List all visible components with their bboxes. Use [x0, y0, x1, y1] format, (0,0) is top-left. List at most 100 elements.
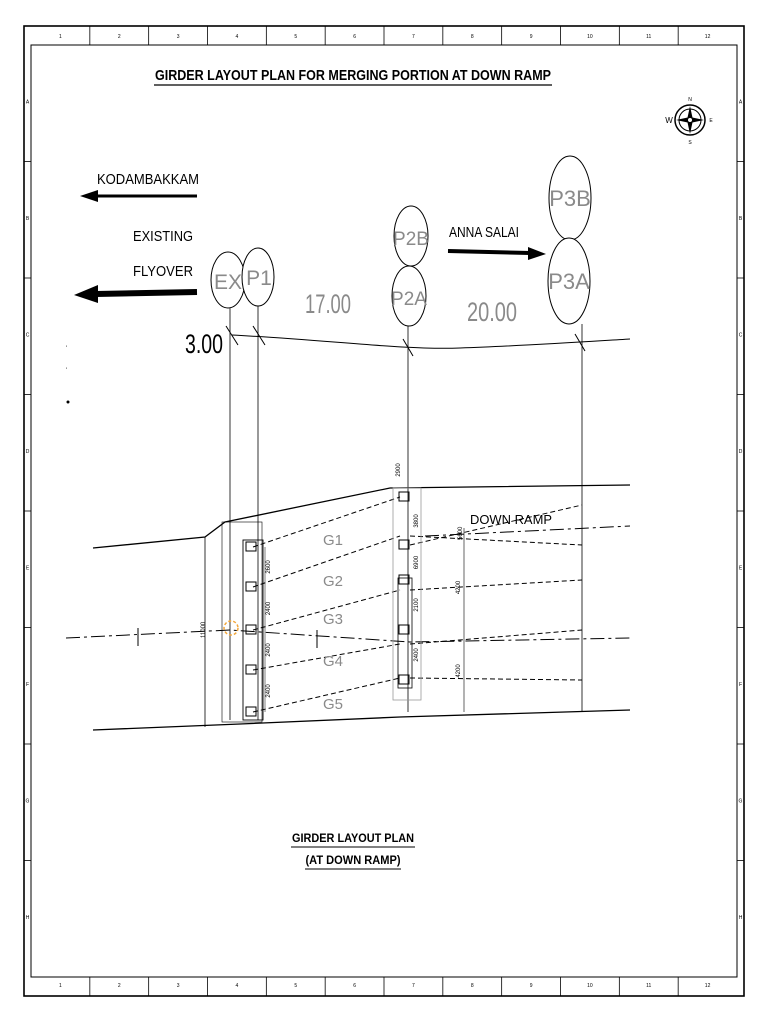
row-label: E	[26, 565, 30, 571]
pier-ex: EX	[210, 251, 246, 309]
span-p1-p2: 17.00	[305, 289, 351, 319]
dim-right-value: 4200	[456, 664, 462, 678]
existing-flyover-line1: EXISTING	[133, 228, 193, 245]
direction-right-label: ANNA SALAI	[449, 224, 519, 241]
girder-line	[252, 535, 401, 588]
dim-left-value: 2600	[266, 560, 272, 574]
side-mark: '	[66, 346, 67, 352]
girder-line	[409, 629, 583, 645]
caption-line2: (AT DOWN RAMP)	[306, 853, 401, 867]
compass-south: S	[688, 140, 692, 146]
row-label: D	[739, 449, 743, 455]
row-label: D	[26, 449, 30, 455]
column-label: 10	[587, 983, 593, 989]
alignment-line	[231, 334, 631, 349]
bearing-left	[245, 706, 257, 717]
girder-label: G2	[323, 573, 343, 590]
tick-ex	[225, 325, 239, 346]
caption-line1: GIRDER LAYOUT PLAN	[292, 831, 414, 845]
pier-p2b-label: P2B	[393, 229, 429, 250]
pier-p2b: P2B	[393, 205, 429, 267]
girder-line	[252, 677, 401, 713]
pier-p3b: P3B	[548, 155, 592, 241]
pier-cap-mid	[392, 487, 422, 701]
existing-flyover-line2: FLYOVER	[133, 263, 193, 280]
dim-left-value: 2400	[266, 643, 272, 657]
column-label: 5	[294, 34, 297, 40]
dim-mid-top: 2900	[396, 463, 402, 477]
bearing-mid	[398, 624, 410, 635]
column-label: 2	[118, 34, 121, 40]
girder-label: G4	[323, 653, 343, 670]
column-label: 2	[118, 983, 121, 989]
column-label: 1	[59, 983, 62, 989]
girder-line	[409, 677, 583, 681]
drawing-title: GIRDER LAYOUT PLAN FOR MERGING PORTION A…	[155, 67, 551, 84]
down-ramp-divider	[424, 525, 631, 537]
column-label: 8	[471, 34, 474, 40]
tick-p3	[574, 333, 586, 352]
column-label: 11	[646, 34, 651, 40]
row-label: A	[26, 99, 30, 105]
column-label: 9	[530, 983, 533, 989]
highlight-marker	[223, 620, 239, 636]
girder-line	[409, 535, 583, 546]
column-label: 10	[587, 34, 593, 40]
span-p2-p3: 20.00	[467, 297, 517, 327]
pier-cap-left-inner	[221, 521, 263, 723]
row-label: C	[739, 332, 743, 338]
pier-p1-label: P1	[246, 267, 272, 290]
girder-line	[252, 496, 401, 548]
bearing-mid	[398, 491, 410, 502]
column-label: 12	[705, 983, 711, 989]
arrow-right-head-icon	[528, 247, 546, 260]
row-label: E	[739, 565, 743, 571]
down-ramp-label: DOWN RAMP	[470, 512, 552, 527]
pier-p2a-label: P2A	[391, 289, 427, 310]
column-label: 3	[177, 983, 180, 989]
arrow-right-anna-salai	[447, 249, 531, 255]
compass-north: N	[688, 97, 692, 103]
pier-p2a: P2A	[391, 265, 427, 327]
column-label: 6	[353, 983, 356, 989]
arrow-left-flyover	[95, 289, 198, 297]
dim-right-top: 5600	[458, 526, 464, 540]
dimension-strings: 2600240024002400380069002100240029004200…	[264, 463, 462, 712]
row-label: A	[739, 99, 743, 105]
pier-ex-label: EX	[214, 271, 242, 294]
column-label: 1	[59, 34, 62, 40]
dim-left-overall: 11000	[201, 621, 207, 638]
bearing-left	[245, 624, 257, 635]
girder-lines	[252, 496, 583, 713]
row-label: G	[26, 798, 30, 804]
girder-label: G3	[323, 611, 343, 628]
bearing-mid	[398, 539, 410, 550]
bearing-left	[245, 581, 257, 592]
pier-cap-mid-inner	[397, 577, 413, 689]
tick-p1	[252, 325, 266, 346]
direction-left-label: KODAMBAKKAM	[97, 171, 199, 188]
dim-mid-value: 3800	[414, 514, 420, 528]
compass-west: W	[665, 116, 673, 125]
pier-cap-left	[242, 539, 264, 721]
column-label: 4	[236, 983, 239, 989]
row-label: C	[26, 332, 30, 338]
girder-line	[409, 579, 583, 591]
row-label: B	[739, 216, 743, 222]
row-label: F	[739, 682, 742, 688]
pier-p3a: P3A	[547, 237, 591, 325]
column-label: 7	[412, 34, 415, 40]
dim-left-value: 2400	[266, 684, 272, 698]
row-label: H	[739, 915, 743, 921]
dim-right-value: 4200	[456, 580, 462, 594]
pier-p3b-label: P3B	[549, 186, 591, 211]
dim-mid-value: 2400	[414, 648, 420, 662]
bearing-left	[245, 541, 257, 552]
column-label: 12	[705, 34, 711, 40]
arrow-flyover-head-icon	[74, 285, 98, 303]
girder-label: G1	[323, 532, 343, 549]
pier-p1: P1	[241, 247, 275, 307]
